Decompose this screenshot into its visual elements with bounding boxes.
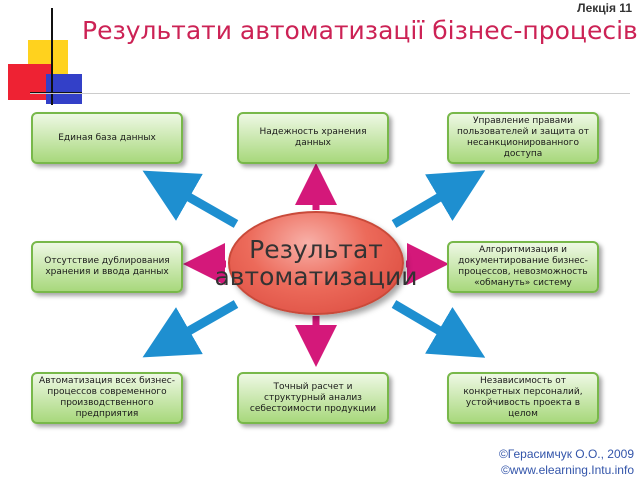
arrow-up-left bbox=[142, 170, 239, 228]
title-divider bbox=[30, 93, 630, 94]
box-independence: Независимость от конкретных персоналий, … bbox=[447, 372, 599, 424]
center-line-2: автоматизации bbox=[214, 262, 418, 291]
box-data-storage-reliability: Надежность хранения данных bbox=[237, 112, 389, 164]
box-cost-analysis: Точный расчет и структурный анализ себес… bbox=[237, 372, 389, 424]
footer-author: ©Герасимчук О.О., 2009 bbox=[498, 447, 634, 461]
box-no-duplication: Отсутствие дублирования хранения и ввода… bbox=[31, 241, 183, 293]
center-result-ellipse: Результат автоматизации bbox=[214, 211, 418, 315]
center-line-1: Результат bbox=[249, 235, 383, 264]
box-access-rights: Управление правами пользователей и защит… bbox=[447, 112, 599, 164]
box-process-automation: Автоматизация всех бизнес-процессов совр… bbox=[31, 372, 183, 424]
box-unified-database: Единая база данных bbox=[31, 112, 183, 164]
arrow-down-right bbox=[391, 300, 486, 358]
arrow-down-left bbox=[142, 300, 239, 358]
box-algorithmization: Алгоритмизация и документирование бизнес… bbox=[447, 241, 599, 293]
page-title: Результати автоматизації бізнес-процесів bbox=[82, 16, 638, 45]
lecture-label: Лекція 11 bbox=[577, 1, 632, 15]
arrow-up-right bbox=[391, 170, 486, 228]
footer-site: ©www.elearning.Intu.info bbox=[501, 463, 634, 477]
